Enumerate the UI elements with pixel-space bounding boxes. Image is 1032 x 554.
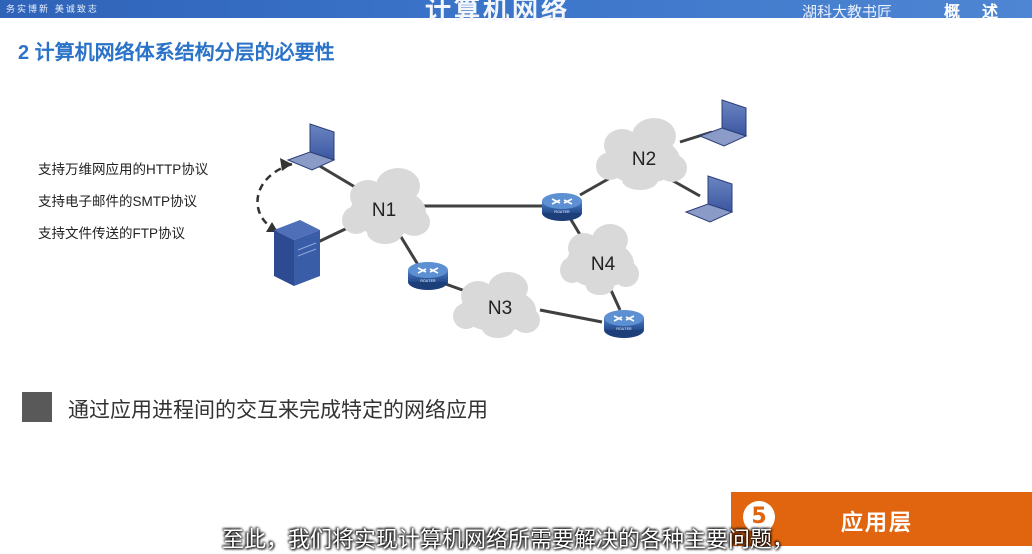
router-label: ROUTER — [616, 327, 632, 331]
laptop-icon — [684, 175, 734, 223]
laptop-icon — [286, 123, 336, 171]
protocol-list: 支持万维网应用的HTTP协议 支持电子邮件的SMTP协议 支持文件传送的FTP协… — [38, 160, 208, 256]
router-icon: ROUTER — [542, 193, 582, 221]
bullet-text: 通过应用进程间的交互来完成特定的网络应用 — [68, 399, 488, 422]
protocol-item-smtp: 支持电子邮件的SMTP协议 — [38, 194, 198, 209]
protocol-item-ftp: 支持文件传送的FTP协议 — [38, 226, 185, 241]
server-icon — [274, 220, 320, 286]
router-label: ROUTER — [554, 210, 570, 214]
layer-number: 5 — [743, 501, 775, 533]
network-label-n4: N4 — [591, 254, 616, 275]
protocol-item-http: 支持万维网应用的HTTP协议 — [38, 162, 209, 177]
school-motto: 务实博新 美诚致志 — [6, 5, 99, 15]
bullet-square — [22, 392, 52, 422]
router-icon: ROUTER — [408, 262, 448, 290]
chapter-title: 概述 — [944, 2, 1021, 21]
link-r1-n2 — [579, 176, 611, 197]
network-label-n3: N3 — [488, 298, 512, 319]
cloud-n1 — [342, 168, 430, 244]
cloud-n3 — [453, 272, 540, 338]
router-icon: ROUTER — [604, 310, 644, 338]
laptop-icon — [698, 99, 748, 147]
link-n4-r3 — [608, 287, 622, 311]
link-n3-r3 — [539, 308, 603, 324]
network-label-n1: N1 — [372, 200, 396, 221]
link-laptop1-n1 — [317, 163, 361, 192]
watermark-author: 湖科大教书匠 — [802, 3, 893, 21]
top-banner: 务实博新 美诚致志 计算机网络 湖科大教书匠 概述 — [0, 0, 1032, 26]
layer-badge: 5 应用层 — [731, 492, 1032, 546]
cloud-n4 — [560, 224, 639, 295]
link-n1-r2 — [396, 231, 422, 269]
network-label-n2: N2 — [632, 149, 656, 170]
layer-label: 应用层 — [841, 510, 914, 535]
cloud-n2 — [596, 118, 687, 190]
router-label: ROUTER — [420, 279, 436, 283]
video-subtitle: 至此，我们将实现计算机网络所需要解决的各种主要问题， — [222, 527, 795, 552]
dashed-exchange-arrow — [256, 158, 293, 232]
section-title: 2 计算机网络体系结构分层的必要性 — [18, 42, 335, 64]
course-banner-title: 计算机网络 — [425, 0, 571, 26]
